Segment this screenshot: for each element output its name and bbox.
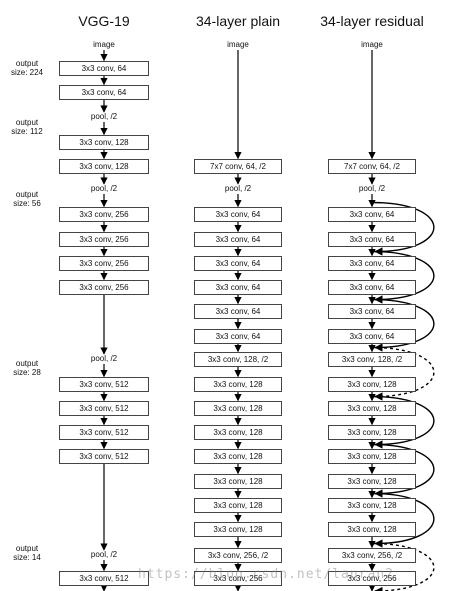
layer-box: 3x3 conv, 64 [328,255,416,271]
layer-box: 3x3 conv, 256, /2 [194,547,282,563]
layer-label: image [361,40,383,49]
layer-box: 3x3 conv, 128 [59,158,149,174]
output-size-label: output size: 14 [13,544,41,562]
layer-box: 3x3 conv, 512 [59,570,149,586]
layer-box: 3x3 conv, 64 [328,328,416,344]
layer-box: 3x3 conv, 128 [194,521,282,537]
layer-box: 3x3 conv, 512 [59,424,149,440]
layer-box: 3x3 conv, 64 [59,84,149,100]
layer-box: 3x3 conv, 128 [328,376,416,392]
output-size-label: output size: 224 [10,59,44,77]
layer-box: 3x3 conv, 256 [59,255,149,271]
output-size-label: output size: 28 [13,359,41,377]
layer-box: 3x3 conv, 128 [328,521,416,537]
layer-box: 3x3 conv, 64 [328,206,416,222]
layer-box: 3x3 conv, 128 [328,497,416,513]
layer-box: 3x3 conv, 64 [59,60,149,76]
identity-shortcut [371,492,435,548]
layer-box: 3x3 conv, 64 [194,206,282,222]
column-title: 34-layer residual [320,13,424,29]
layer-box: 3x3 conv, 512 [59,376,149,392]
identity-shortcut [371,201,435,256]
output-size-label: output size: 112 [11,118,43,136]
layer-label: pool, /2 [90,184,118,193]
layer-box: 3x3 conv, 256 [328,570,416,586]
layer-label: pool, /2 [90,354,118,363]
layer-box: 3x3 conv, 128, /2 [328,351,416,367]
layer-label: image [93,40,115,49]
layer-box: 3x3 conv, 64 [194,231,282,247]
column-title: VGG-19 [78,13,130,29]
layer-label: pool, /2 [224,184,252,193]
layer-box: 3x3 conv, 128 [194,473,282,489]
layer-box: 3x3 conv, 128 [194,448,282,464]
layer-box: 3x3 conv, 128 [328,400,416,416]
identity-shortcut [371,250,435,304]
layer-box: 3x3 conv, 64 [328,279,416,295]
identity-shortcut [371,395,435,449]
layer-box: 3x3 conv, 512 [59,400,149,416]
watermark-text: https://blog.csdn.net/lanran2 [138,567,394,582]
layer-label: pool, /2 [90,550,118,559]
layer-box: 3x3 conv, 128 [328,473,416,489]
projection-shortcut [371,346,435,401]
layer-box: 3x3 conv, 64 [194,279,282,295]
layer-box: 3x3 conv, 128 [194,376,282,392]
layer-box: 3x3 conv, 128 [194,424,282,440]
layer-box: 7x7 conv, 64, /2 [194,158,282,174]
identity-shortcut [371,443,435,498]
projection-shortcut [371,542,435,591]
layer-box: 3x3 conv, 128 [328,448,416,464]
output-size-label: output size: 56 [13,190,41,208]
layer-box: 3x3 conv, 64 [328,231,416,247]
layer-box: 3x3 conv, 128 [194,497,282,513]
layer-box: 3x3 conv, 256, /2 [328,547,416,563]
layer-box: 3x3 conv, 512 [59,448,149,464]
layer-label: pool, /2 [358,184,386,193]
layer-label: image [227,40,249,49]
layer-box: 3x3 conv, 256 [59,206,149,222]
layer-box: 3x3 conv, 256 [194,570,282,586]
layer-box: 7x7 conv, 64, /2 [328,158,416,174]
layer-box: 3x3 conv, 64 [194,255,282,271]
layer-box: 3x3 conv, 256 [59,231,149,247]
layer-box: 3x3 conv, 64 [328,303,416,319]
layer-box: 3x3 conv, 128 [194,400,282,416]
layer-box: 3x3 conv, 256 [59,279,149,295]
layer-box: 3x3 conv, 128, /2 [194,351,282,367]
layer-box: 3x3 conv, 64 [194,328,282,344]
layer-box: 3x3 conv, 128 [59,134,149,150]
column-title: 34-layer plain [195,13,281,29]
layer-label: pool, /2 [90,112,118,121]
layer-box: 3x3 conv, 64 [194,303,282,319]
layer-box: 3x3 conv, 128 [328,424,416,440]
identity-shortcut [371,298,435,352]
